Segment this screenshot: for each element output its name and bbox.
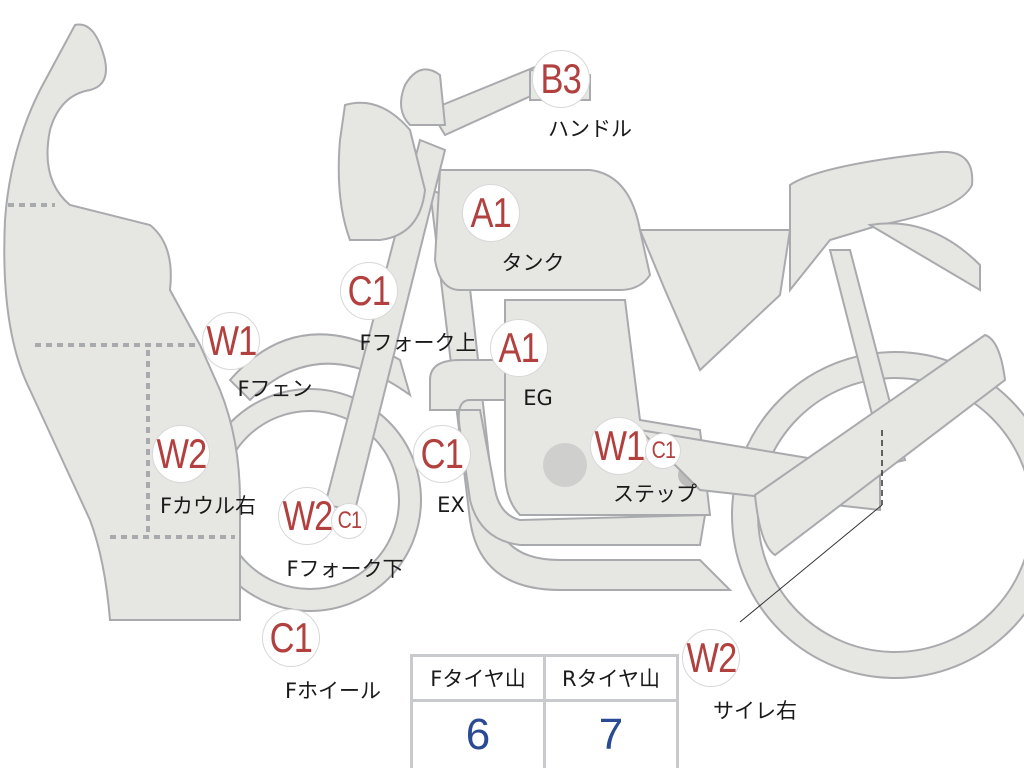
front-tire-value: 6 xyxy=(410,699,546,768)
label-front-fork-upper: Fフォーク上 xyxy=(359,331,477,355)
marker-front-fork-lower[interactable]: W2 xyxy=(278,487,336,545)
marker-code: A1 xyxy=(470,189,512,236)
marker-front-wheel[interactable]: C1 xyxy=(262,609,320,667)
marker-code: W2 xyxy=(685,634,737,681)
marker-handlebar[interactable]: B3 xyxy=(532,50,590,108)
marker-tank[interactable]: A1 xyxy=(462,184,520,242)
label-front-wheel: Fホイール xyxy=(284,679,382,703)
marker-code: W1 xyxy=(205,317,257,364)
front-cowl xyxy=(3,23,241,621)
marker-front-fork-lower-sub[interactable]: C1 xyxy=(331,503,367,539)
label-handlebar: ハンドル xyxy=(548,117,632,141)
marker-code: C1 xyxy=(269,614,313,661)
label-front-cowl-right: Fカウル右 xyxy=(159,494,257,518)
marker-code: A1 xyxy=(498,324,540,371)
marker-exhaust[interactable]: C1 xyxy=(413,425,471,483)
marker-front-cowl-right[interactable]: W2 xyxy=(152,425,210,483)
marker-code: B3 xyxy=(540,55,582,102)
marker-code: C1 xyxy=(347,267,391,314)
marker-code: C1 xyxy=(420,430,464,477)
label-front-fork-lower: Fフォーク下 xyxy=(286,557,404,581)
marker-front-fender[interactable]: W1 xyxy=(202,312,260,370)
headlight xyxy=(337,101,427,241)
marker-muffler-right[interactable]: W2 xyxy=(682,629,740,687)
tire-tread-table: Fタイヤ山 Rタイヤ山 6 7 xyxy=(410,654,679,768)
muffler xyxy=(753,333,1007,557)
front-tire-header: Fタイヤ山 xyxy=(410,654,546,702)
marker-sub-code: C1 xyxy=(337,507,361,534)
label-exhaust: EX xyxy=(437,493,465,517)
rear-tire-header: Rタイヤ山 xyxy=(543,654,679,702)
label-tank: タンク xyxy=(501,251,565,275)
seat xyxy=(789,150,974,293)
marker-code: W2 xyxy=(281,492,333,539)
label-front-fender: Fフェン xyxy=(237,377,313,401)
marker-code: W2 xyxy=(155,430,207,477)
marker-code: W1 xyxy=(593,422,645,469)
rear-wheel xyxy=(732,352,1024,678)
marker-front-fork-upper[interactable]: C1 xyxy=(340,262,398,320)
rear-tire-value: 7 xyxy=(543,699,679,768)
label-muffler-right: サイレ右 xyxy=(713,699,797,723)
side-cover xyxy=(638,229,792,372)
marker-step-sub[interactable]: C1 xyxy=(645,433,681,469)
marker-sub-code: C1 xyxy=(651,437,675,464)
marker-step[interactable]: W1 xyxy=(590,417,648,475)
marker-engine[interactable]: A1 xyxy=(490,319,548,377)
label-engine: EG xyxy=(523,386,553,410)
label-step: ステップ xyxy=(613,482,697,506)
exhaust-pipe xyxy=(429,359,707,546)
